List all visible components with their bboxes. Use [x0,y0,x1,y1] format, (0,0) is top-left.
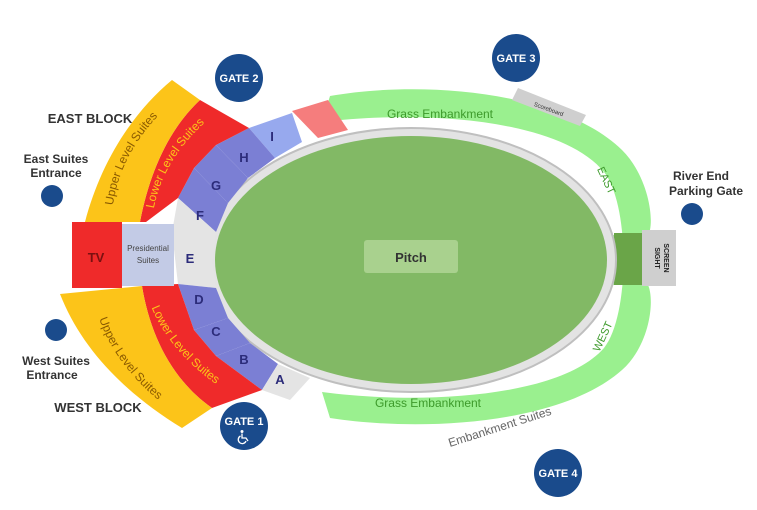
gate-1-marker[interactable] [220,402,268,450]
section-G[interactable] [194,145,248,203]
west-upper-level-suites[interactable] [60,286,212,428]
river-end-parking-marker[interactable] [681,203,703,225]
gate-1[interactable]: GATE 1 [220,402,268,450]
west-suites-entrance-marker[interactable] [45,319,67,341]
east-suites-entrance-marker[interactable] [41,185,63,207]
tv-label: TV [88,250,105,265]
salmon-section[interactable] [292,100,348,138]
section-C[interactable] [194,318,250,356]
section-H[interactable] [216,128,275,178]
river-end-label-2: Parking Gate [669,184,743,198]
section-label-E: E [186,251,195,266]
gate-3-marker[interactable] [492,34,540,82]
pitch-label-box [364,240,458,273]
sight-screen-label-1: SIGHT [653,247,660,269]
gate-3[interactable]: GATE 3 [492,34,540,82]
section-label-C: C [211,324,221,339]
presidential-label-2: Suites [137,256,159,265]
section-E[interactable] [172,198,216,288]
section-label-F: F [196,208,204,223]
grass-embankment-south-label: Grass Embankment [375,396,482,410]
sight-screen: SIGHT SCREEN [614,230,676,286]
wheelchair-icon [237,430,249,445]
gate-2[interactable]: GATE 2 [215,54,263,102]
presidential-suites[interactable] [122,224,174,286]
west-lower-level-suites[interactable] [142,284,262,408]
east-upper-level-suites[interactable] [85,80,200,222]
section-B[interactable] [216,343,278,390]
gate-4[interactable]: GATE 4 [534,449,582,497]
section-I[interactable] [249,113,302,158]
river-end-parking-gate[interactable]: River End Parking Gate [669,169,743,225]
sight-screen-label-2: SCREEN [662,243,669,272]
section-A[interactable] [262,364,310,400]
east-block-title: EAST BLOCK [48,111,133,126]
east-suites-entrance-label-1: East Suites [24,152,89,166]
tv-section[interactable] [72,222,122,288]
gate-3-label: GATE 3 [497,53,536,65]
section-label-B: B [239,352,248,367]
river-end-label-1: River End [673,169,729,183]
section-label-I: I [270,129,274,144]
east-suites-entrance[interactable]: East Suites Entrance [24,152,89,207]
gate-2-marker[interactable] [215,54,263,102]
pitch-label: Pitch [395,250,427,265]
gate-4-label: GATE 4 [539,468,579,480]
west-suites-entrance-label-2: Entrance [26,368,78,382]
west-suites-entrance-label-1: West Suites [22,354,90,368]
gate-2-label: GATE 2 [220,73,259,85]
gate-1-label: GATE 1 [225,416,264,428]
section-label-G: G [211,178,221,193]
section-label-H: H [239,150,248,165]
section-label-D: D [194,292,203,307]
gate-4-marker[interactable] [534,449,582,497]
section-F[interactable] [178,168,228,232]
west-suites-entrance[interactable]: West Suites Entrance [22,319,90,382]
section-label-A: A [275,372,285,387]
east-suites-entrance-label-2: Entrance [30,166,82,180]
west-block-title: WEST BLOCK [54,400,142,415]
east-lower-level-suites[interactable] [140,100,249,222]
grass-embankment-north-label: Grass Embankment [387,107,494,121]
presidential-label-1: Presidential [127,244,169,253]
section-D[interactable] [178,284,228,330]
